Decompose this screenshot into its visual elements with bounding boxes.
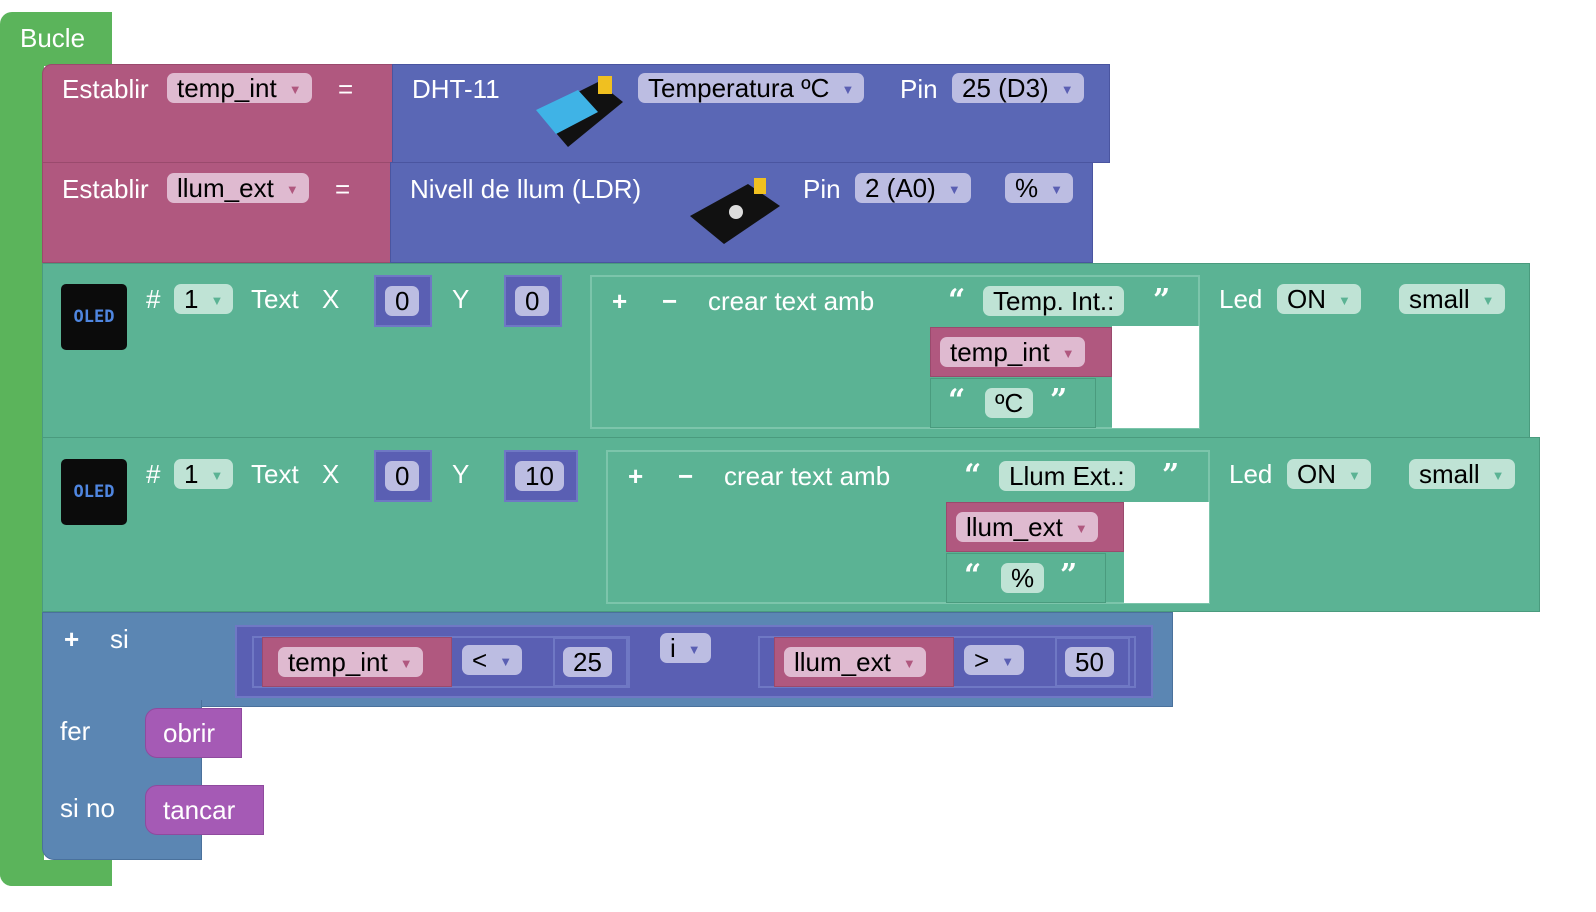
number-input[interactable]: 25 [563, 647, 612, 677]
close-label: tancar [163, 795, 236, 825]
close-block[interactable] [145, 785, 264, 835]
y-input[interactable]: 10 [515, 461, 564, 491]
do-label: fer [60, 716, 91, 746]
logic-dropdown[interactable]: i▼ [660, 633, 711, 663]
equals: = [335, 174, 351, 204]
y-input[interactable]: 0 [515, 286, 550, 316]
display-num-dropdown[interactable]: 1▼ [174, 459, 234, 489]
led-label: Led [1219, 284, 1263, 314]
equals: = [338, 74, 354, 104]
x-label: X [322, 459, 340, 489]
set-label: Establir [62, 74, 149, 104]
x-number-block[interactable] [374, 450, 432, 502]
quote-close-icon: ” [1060, 558, 1078, 593]
oled-icon: OLED [61, 459, 127, 525]
var-dropdown[interactable]: llum_ext▼ [167, 173, 309, 203]
led-dropdown[interactable]: ON▼ [1277, 284, 1361, 314]
mutator-plus-button[interactable]: + [628, 461, 644, 491]
if-mutator-plus-button[interactable]: + [64, 624, 80, 654]
oled-icon: OLED [61, 284, 127, 350]
quote-open-icon: “ [964, 458, 982, 493]
unit-dropdown[interactable]: %▼ [1005, 173, 1073, 203]
string-input[interactable]: ºC [985, 388, 1034, 418]
loop-rail [0, 60, 44, 886]
led-dropdown[interactable]: ON▼ [1287, 459, 1371, 489]
quote-open-icon: “ [964, 558, 982, 593]
led-label: Led [1229, 459, 1273, 489]
var-dropdown[interactable]: temp_int▼ [278, 647, 423, 677]
mutator-plus-button[interactable]: + [612, 286, 628, 316]
measure-dropdown[interactable]: Temperatura ºC▼ [638, 73, 865, 103]
x-input[interactable]: 0 [385, 286, 420, 316]
number-input[interactable]: 50 [1065, 647, 1114, 677]
y-label: Y [452, 459, 470, 489]
quote-close-icon: ” [1050, 383, 1068, 418]
pin-label: Pin [803, 174, 841, 204]
string-input[interactable]: Llum Ext.: [999, 461, 1135, 491]
string-input[interactable]: % [1001, 563, 1045, 593]
var-dropdown[interactable]: llum_ext▼ [956, 512, 1098, 542]
operator-dropdown[interactable]: >▼ [964, 645, 1025, 675]
open-block[interactable] [145, 708, 242, 758]
x-input[interactable]: 0 [385, 461, 420, 491]
sensor-label: Nivell de llum (LDR) [410, 174, 642, 204]
size-dropdown[interactable]: small▼ [1409, 459, 1515, 489]
if-label: si [110, 624, 129, 654]
text-label: Text [251, 459, 299, 489]
sensor-label: DHT-11 [412, 74, 500, 104]
join-gap [1112, 326, 1199, 428]
quote-close-icon: ” [1162, 458, 1180, 493]
join-label: crear text amb [724, 461, 891, 491]
loop-label: Bucle [20, 23, 86, 53]
mutator-minus-button[interactable]: − [662, 286, 678, 316]
open-label: obrir [163, 718, 216, 748]
dht11-sensor-icon [536, 76, 623, 147]
join-gap [1124, 502, 1209, 603]
var-dropdown[interactable]: temp_int▼ [940, 337, 1085, 367]
mutator-minus-button[interactable]: − [678, 461, 694, 491]
set-label: Establir [62, 174, 149, 204]
text-label: Text [251, 284, 299, 314]
display-num-dropdown[interactable]: 1▼ [174, 284, 234, 314]
y-label: Y [452, 284, 470, 314]
loop-bottom [0, 860, 112, 886]
pin-label: Pin [900, 74, 938, 104]
hash-label: # [146, 284, 161, 314]
quote-close-icon: ” [1153, 283, 1171, 318]
hash-label: # [146, 459, 161, 489]
pin-dropdown[interactable]: 2 (A0)▼ [855, 173, 971, 203]
size-dropdown[interactable]: small▼ [1399, 284, 1505, 314]
string-input[interactable]: Temp. Int.: [983, 286, 1125, 316]
quote-open-icon: “ [948, 383, 966, 418]
var-dropdown[interactable]: llum_ext▼ [784, 647, 926, 677]
x-label: X [322, 284, 340, 314]
pin-dropdown[interactable]: 25 (D3)▼ [952, 73, 1084, 103]
loop-block[interactable] [0, 12, 112, 66]
var-dropdown[interactable]: temp_int▼ [167, 73, 312, 103]
join-label: crear text amb [708, 286, 875, 316]
operator-dropdown[interactable]: <▼ [462, 645, 523, 675]
else-label: si no [60, 793, 115, 823]
ldr-sensor-icon [690, 178, 780, 244]
quote-open-icon: “ [948, 283, 966, 318]
